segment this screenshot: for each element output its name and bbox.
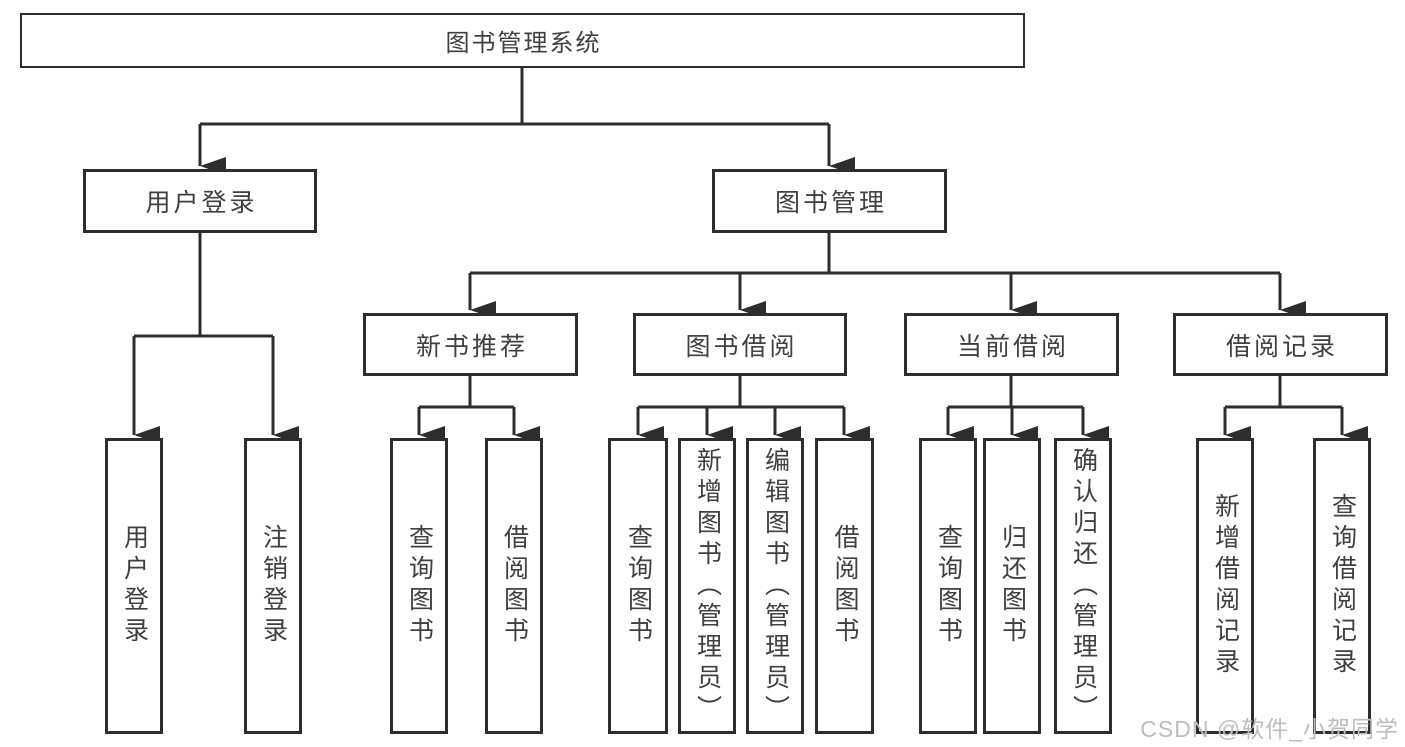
csdn-watermark: CSDN @软件_小贺同学: [1140, 716, 1399, 742]
connector-group: [132, 68, 1368, 444]
leaf-add-borrow-record: 新增借阅记录: [1196, 438, 1254, 734]
node-current-borrow: 当前借阅: [904, 313, 1119, 376]
leaf-return-books: 归还图书: [983, 438, 1041, 734]
node-new-book-recommend: 新书推荐: [363, 313, 578, 376]
leaf-borrow-books-2: 借阅图书: [815, 438, 874, 734]
node-book-borrow: 图书借阅: [633, 313, 847, 376]
leaf-confirm-return-admin: 确认归还（管理员）: [1054, 438, 1112, 734]
leaf-edit-books-admin: 编辑图书（管理员）: [746, 438, 804, 734]
leaf-logout: 注销登录: [244, 438, 302, 734]
leaf-user-login: 用户登录: [105, 438, 163, 734]
leaf-query-books-3: 查询图书: [919, 438, 977, 734]
leaf-query-books-2: 查询图书: [608, 438, 668, 734]
leaf-query-books-1: 查询图书: [390, 438, 448, 734]
node-user-login-branch: 用户登录: [83, 169, 317, 233]
node-borrow-records: 借阅记录: [1173, 313, 1388, 376]
leaf-borrow-books-1: 借阅图书: [485, 438, 543, 734]
leaf-query-borrow-record: 查询借阅记录: [1313, 438, 1371, 734]
leaf-add-books-admin: 新增图书（管理员）: [678, 438, 736, 734]
node-root-system: 图书管理系统: [20, 13, 1025, 68]
node-book-management-branch: 图书管理: [712, 169, 947, 233]
